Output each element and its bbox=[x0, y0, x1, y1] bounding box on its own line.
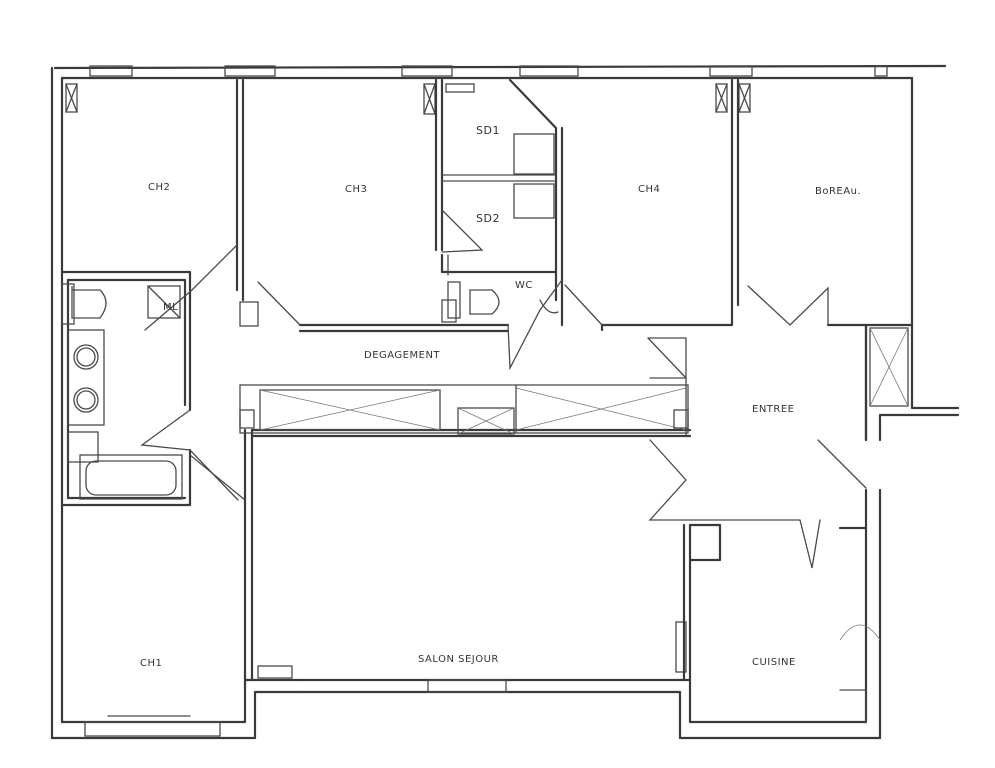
room-labels: CH2 CH3 SD1 SD2 CH4 BoREAu. ML WC DEGAGE… bbox=[140, 124, 861, 669]
room-label-ml: ML bbox=[163, 302, 178, 313]
room-label-wc: WC bbox=[515, 280, 533, 291]
room-label-bureau: BoREAu. bbox=[815, 186, 861, 197]
interior-walls bbox=[60, 78, 914, 723]
outer-walls bbox=[50, 64, 960, 740]
room-label-ch2: CH2 bbox=[148, 182, 170, 193]
room-label-degagement: DEGAGEMENT bbox=[364, 350, 440, 361]
room-label-cuisine: CUISINE bbox=[752, 657, 796, 668]
room-label-salon: SALON SEJOUR bbox=[418, 654, 499, 665]
sanitary-fixtures bbox=[61, 281, 881, 641]
room-label-ch3: CH3 bbox=[345, 184, 367, 195]
degagement-cupboards bbox=[239, 377, 689, 436]
room-label-ch4: CH4 bbox=[638, 184, 660, 195]
room-label-entree: ENTREE bbox=[752, 404, 795, 415]
door-swings bbox=[140, 209, 867, 569]
windows-bottom bbox=[84, 665, 507, 737]
windows-top bbox=[89, 65, 888, 93]
room-label-sd1: SD1 bbox=[476, 124, 500, 137]
room-label-ch1: CH1 bbox=[140, 658, 162, 669]
room-label-sd2: SD2 bbox=[476, 212, 500, 225]
radiators bbox=[65, 83, 751, 673]
entree-cupboard bbox=[869, 327, 909, 407]
